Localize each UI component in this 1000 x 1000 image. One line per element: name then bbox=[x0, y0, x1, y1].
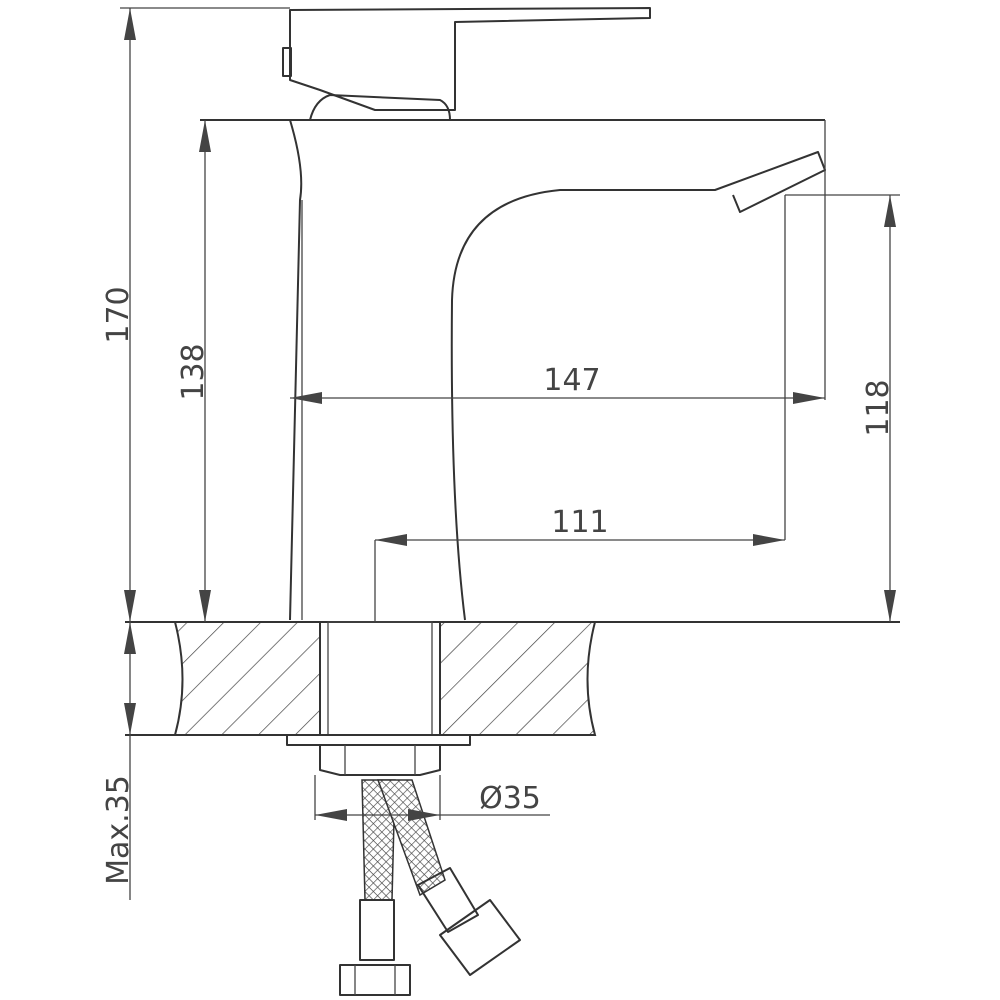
mounting-nut bbox=[286, 734, 471, 776]
dimension-lines bbox=[120, 7, 900, 900]
dimension-label-170: 170 bbox=[101, 286, 136, 343]
countertop-section bbox=[125, 621, 900, 736]
dimension-label-118: 118 bbox=[861, 379, 896, 436]
dimension-label-147: 147 bbox=[543, 363, 600, 398]
dimension-label-138: 138 bbox=[176, 343, 211, 400]
faucet-body bbox=[200, 119, 826, 621]
dimension-label-111: 111 bbox=[551, 505, 608, 540]
lever-handle bbox=[282, 7, 651, 121]
supply-hoses bbox=[339, 779, 521, 996]
dimension-label-max-35: Max.35 bbox=[101, 775, 136, 885]
dimension-label-diameter-35: Ø35 bbox=[479, 781, 541, 816]
